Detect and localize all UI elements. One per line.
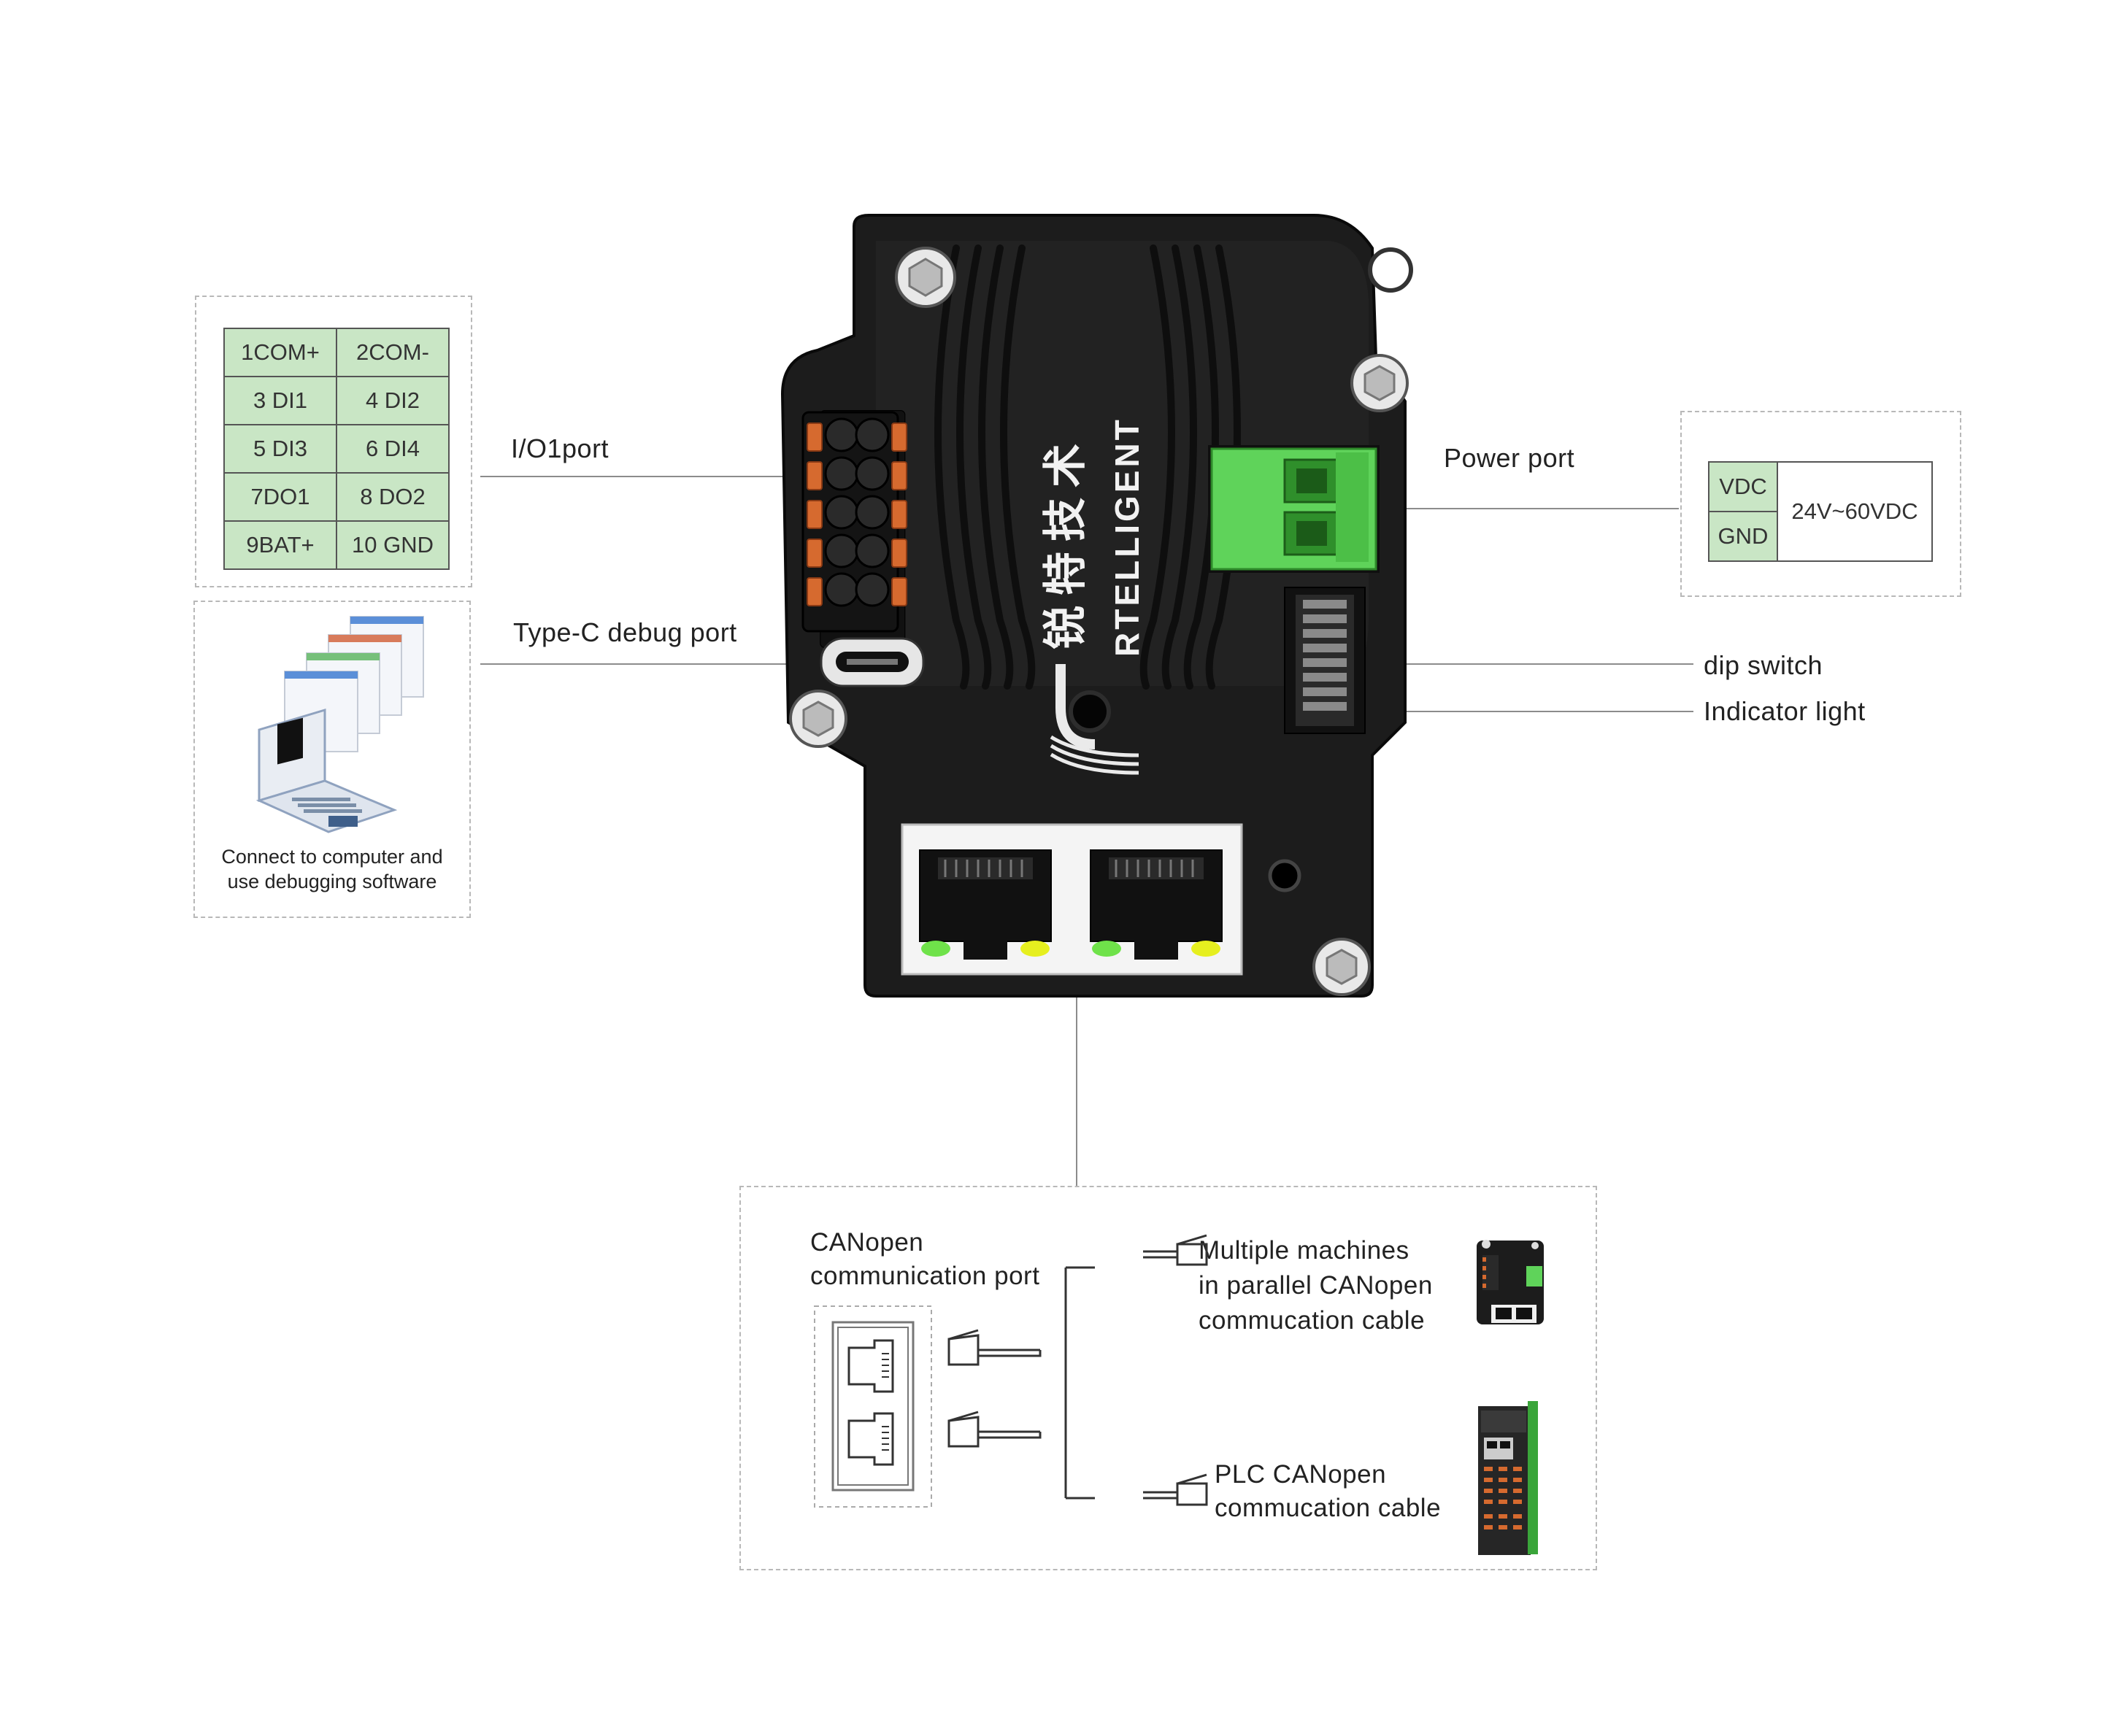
canopen-ports xyxy=(901,823,1243,976)
mini-drive-picture xyxy=(1477,1240,1544,1324)
pin-cell: 3 DI1 xyxy=(223,376,337,425)
rj45-icon-top xyxy=(847,1339,894,1393)
rj45-icon-bottom xyxy=(847,1412,894,1466)
pin-cell: 2COM- xyxy=(336,328,450,377)
brand-logo xyxy=(1050,664,1139,775)
plc-picture xyxy=(1478,1401,1538,1555)
vdc-cell: VDC xyxy=(1708,461,1778,512)
dip-switch-label: dip switch xyxy=(1704,650,1823,680)
brand-en-text: RTELLIGENT xyxy=(1108,417,1146,657)
pin-cell: 9BAT+ xyxy=(223,520,337,570)
plc-line1: PLC CANopen xyxy=(1215,1460,1387,1489)
voltage-range-cell: 24V~60VDC xyxy=(1777,461,1933,562)
drive-device: 锐特技术 RTELLIGENT xyxy=(780,214,1413,998)
pin-cell: 6 DI4 xyxy=(336,424,450,474)
software-window-icons xyxy=(284,616,424,752)
gnd-cell: GND xyxy=(1708,511,1778,562)
port-icon-box xyxy=(814,1305,932,1508)
debug-caption-line2: use debugging software xyxy=(227,871,437,892)
debug-software-box xyxy=(193,601,471,918)
multi-line2: in parallel CANopen xyxy=(1199,1271,1433,1300)
pin-cell: 7DO1 xyxy=(223,472,337,522)
canopen-title-line2: communication port xyxy=(810,1262,1040,1290)
canopen-title-line1: CANopen xyxy=(810,1228,924,1257)
debug-caption: Connect to computer and use debugging so… xyxy=(196,844,469,894)
rj45-port-left xyxy=(919,849,1052,960)
indicator-light-label: Indicator light xyxy=(1704,696,1866,726)
io-port-label: I/O1port xyxy=(511,433,609,463)
canopen-wiring-diagram xyxy=(814,1234,1544,1555)
laptop-illustration xyxy=(255,616,424,833)
typec-port xyxy=(820,637,925,687)
power-port-label: Power port xyxy=(1444,443,1575,473)
io-pin-holes xyxy=(824,417,890,607)
dip-switch xyxy=(1284,587,1366,734)
pin-cell: 5 DI3 xyxy=(223,424,337,474)
rj45-port-right xyxy=(1090,849,1223,960)
canopen-box xyxy=(739,1186,1597,1570)
multi-line1: Multiple machines xyxy=(1199,1236,1409,1265)
pin-cell: 4 DI2 xyxy=(336,376,450,425)
laptop-icon xyxy=(255,708,398,833)
io-release-tabs xyxy=(807,423,907,606)
plc-cable-label: PLC CANopen commucation cable xyxy=(1215,1458,1441,1525)
multi-line3: commucation cable xyxy=(1199,1306,1426,1335)
pin-cell: 8 DO2 xyxy=(336,472,450,522)
power-pin-table: VDC 24V~60VDC GND xyxy=(1708,461,1933,562)
multi-machine-label: Multiple machines in parallel CANopen co… xyxy=(1199,1233,1433,1338)
cable-bracket xyxy=(1064,1266,1095,1500)
power-terminal xyxy=(1208,445,1380,573)
pin-cell: 1COM+ xyxy=(223,328,337,377)
io-pin-box xyxy=(195,296,472,587)
cable-plug-icons xyxy=(947,1234,1208,1506)
brand-cn-text: 锐特技术 xyxy=(1041,433,1090,649)
canopen-title: CANopen communication port xyxy=(810,1226,1039,1293)
indicator-light xyxy=(1069,690,1111,733)
power-pin-box xyxy=(1680,411,1961,597)
debug-caption-line1: Connect to computer and xyxy=(221,846,443,868)
pin-cell: 10 GND xyxy=(336,520,450,570)
mounting-screws xyxy=(789,247,1413,996)
plc-line2: commucation cable xyxy=(1215,1494,1442,1522)
typec-label: Type-C debug port xyxy=(513,617,737,647)
